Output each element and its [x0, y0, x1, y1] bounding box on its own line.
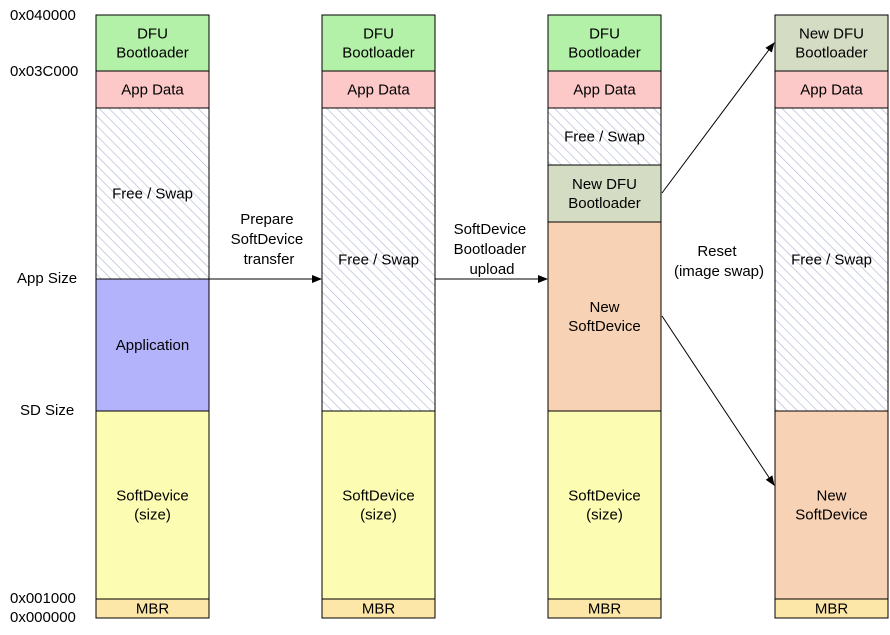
- appdata-region: [774, 70, 889, 109]
- free-region: [547, 107, 662, 166]
- newsoftdevice-region: [547, 221, 662, 412]
- softdevice-region: [95, 410, 210, 600]
- appdata-label: App Data: [800, 82, 863, 99]
- transition-label-prepare: Prepare SoftDevice transfer: [231, 211, 308, 268]
- arrow-swap-bootloader: [661, 42, 775, 194]
- application-region: [95, 278, 210, 412]
- mbr-label: MBR: [588, 601, 622, 618]
- softdevice-label: SoftDevice(size): [568, 488, 641, 524]
- address-label-mbr-end: 0x001000: [10, 590, 76, 607]
- free-region: [321, 107, 436, 412]
- address-label-sd-size: SD Size: [20, 402, 74, 419]
- application-label: Application: [116, 337, 189, 354]
- mbr-region: [774, 598, 889, 619]
- appdata-label: App Data: [121, 82, 184, 99]
- newbootloader-region: [774, 14, 889, 72]
- bootloader-region: [547, 14, 662, 72]
- arrow-swap-softdevice: [661, 315, 775, 486]
- address-label-bottom: 0x000000: [10, 609, 76, 626]
- free-region: [95, 107, 210, 280]
- transition-label-upload: SoftDevice Bootloader upload: [454, 221, 531, 278]
- appdata-label: App Data: [347, 82, 410, 99]
- softdevice-label: SoftDevice(size): [116, 488, 189, 524]
- softdevice-region: [321, 410, 436, 600]
- address-label-app-data-start: 0x03C000: [10, 63, 78, 80]
- free-label: Free / Swap: [338, 252, 419, 269]
- appdata-label: App Data: [573, 82, 636, 99]
- bootloader-region: [321, 14, 436, 72]
- free-region: [774, 107, 889, 412]
- transition-label-reset: Reset (image swap): [674, 243, 764, 280]
- mbr-label: MBR: [815, 601, 849, 618]
- newbootloader-region: [547, 164, 662, 223]
- bootloader-region: [95, 14, 210, 72]
- newsoftdevice-region: [774, 410, 889, 600]
- free-label: Free / Swap: [112, 186, 193, 203]
- mbr-region: [95, 598, 210, 619]
- mbr-label: MBR: [136, 601, 170, 618]
- address-label-top: 0x040000: [10, 7, 76, 24]
- free-label: Free / Swap: [791, 252, 872, 269]
- free-label: Free / Swap: [564, 129, 645, 146]
- address-label-app-size: App Size: [17, 270, 77, 287]
- softdevice-region: [547, 410, 662, 600]
- mbr-region: [547, 598, 662, 619]
- appdata-region: [95, 70, 210, 109]
- appdata-region: [547, 70, 662, 109]
- mbr-region: [321, 598, 436, 619]
- mbr-label: MBR: [362, 601, 396, 618]
- softdevice-label: SoftDevice(size): [342, 488, 415, 524]
